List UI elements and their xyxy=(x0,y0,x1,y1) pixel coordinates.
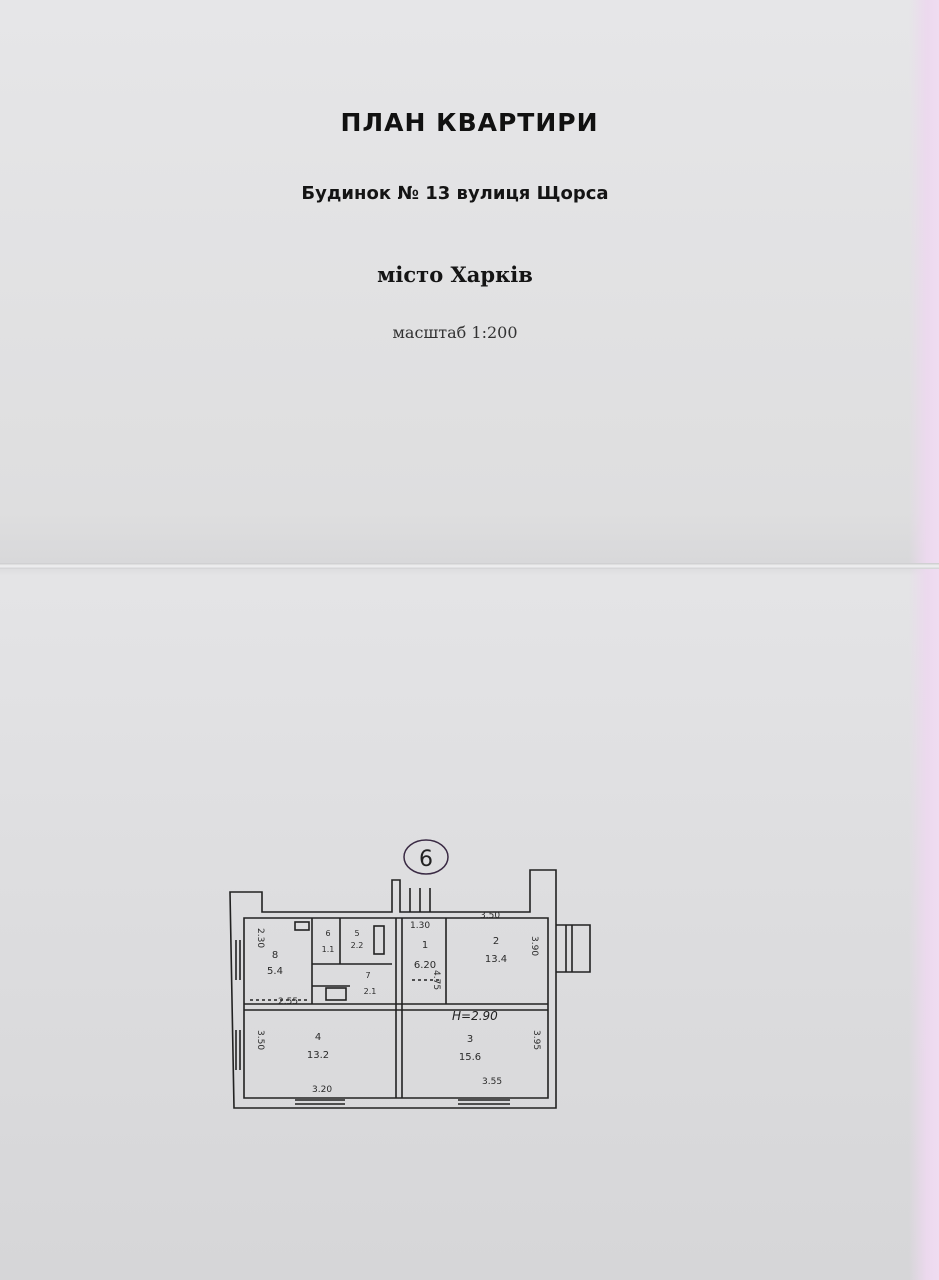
ceiling-height: H=2.90 xyxy=(452,1009,498,1023)
room-1-number: 1 xyxy=(422,940,428,951)
paper-fold-line xyxy=(0,563,939,569)
dim-room1-side: 4.75 xyxy=(431,970,441,990)
room-3-area: 15.6 xyxy=(459,1052,481,1063)
room-2-area: 13.4 xyxy=(485,954,507,965)
room-4-area: 13.2 xyxy=(307,1050,329,1061)
room-5-number: 5 xyxy=(354,929,359,938)
window-left-bottom xyxy=(235,1030,241,1070)
dim-right-room2: 3.90 xyxy=(529,936,539,956)
balcony-door xyxy=(565,925,573,972)
entrance xyxy=(409,888,431,912)
room-3-number: 3 xyxy=(467,1034,473,1045)
document-title: ПЛАН КВАРТИРИ xyxy=(340,108,599,137)
plan-walls xyxy=(229,869,591,1109)
dim-kitchen-width: 2.55 xyxy=(278,997,298,1007)
room-2-number: 2 xyxy=(493,936,499,947)
window-bottom-left xyxy=(295,1099,345,1105)
apartment-number: 6 xyxy=(419,847,433,872)
room-7-area: 2.1 xyxy=(364,987,377,996)
window-bottom-right xyxy=(458,1099,510,1105)
room-8-area: 5.4 xyxy=(267,966,283,977)
document-city: місто Харків xyxy=(377,262,533,287)
dim-left-upper: 2.30 xyxy=(255,928,265,948)
dim-bottom-left: 3.20 xyxy=(312,1085,332,1095)
dim-top-left: 1.30 xyxy=(410,921,430,931)
room-1-area: 6.20 xyxy=(414,960,436,971)
room-6-number: 6 xyxy=(325,929,330,938)
stove-icon xyxy=(294,921,310,931)
room-4-number: 4 xyxy=(315,1032,321,1043)
outer-wall xyxy=(229,869,557,1109)
room-labels: 1 6.20 2 13.4 3 15.6 4 13.2 8 5.4 5 2.2 … xyxy=(267,929,507,1063)
page-corner-tint xyxy=(909,0,939,1280)
document-address: Будинок № 13 вулиця Щорса xyxy=(301,183,609,204)
balcony xyxy=(556,924,591,973)
room-8-number: 8 xyxy=(272,950,278,961)
room-5-area: 2.2 xyxy=(351,941,364,950)
room-6-area: 1.1 xyxy=(322,945,335,954)
dim-top-right: 3.50 xyxy=(480,911,500,921)
dim-bottom-right: 3.55 xyxy=(482,1077,502,1087)
apartment-number-circle xyxy=(403,839,449,875)
document-scale: масштаб 1:200 xyxy=(392,323,518,342)
window-left-top xyxy=(235,940,241,980)
bathtub-icon xyxy=(373,925,385,955)
dimension-labels: 1.30 3.50 3.20 3.55 2.55 2.30 3.50 3.90 … xyxy=(255,911,541,1095)
dim-right-room3: 3.95 xyxy=(531,1030,541,1050)
room-7-number: 7 xyxy=(365,971,370,980)
cabinet-icon xyxy=(325,987,347,1001)
dim-left-lower: 3.50 xyxy=(255,1030,265,1050)
